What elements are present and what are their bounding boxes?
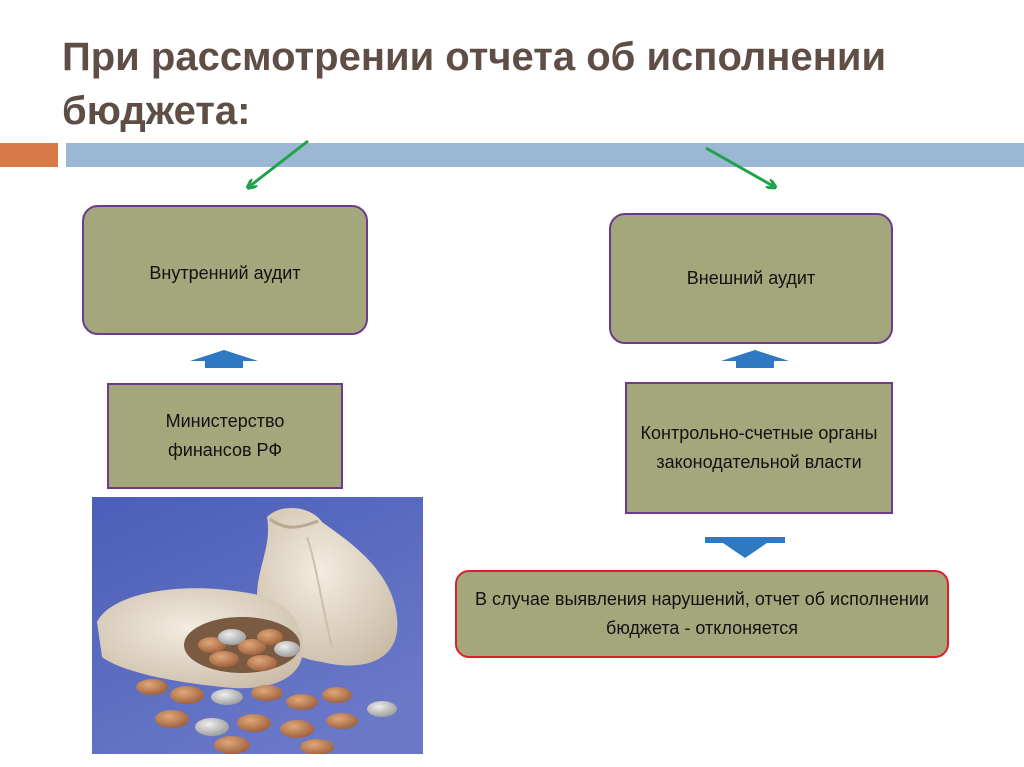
ministry-box: Министерство финансов РФ <box>107 383 343 489</box>
green-arrow-left <box>250 139 309 186</box>
down-arrow-icon <box>705 537 785 558</box>
ministry-label: Министерство финансов РФ <box>165 411 285 460</box>
external-audit-box: Внешний аудит <box>609 213 893 344</box>
internal-audit-box: Внутренний аудит <box>82 205 368 335</box>
up-arrow-icon-right <box>721 350 789 368</box>
result-label: В случае выявления нарушений, отчет об и… <box>475 589 929 638</box>
accent-bar-orange <box>0 143 58 167</box>
result-box: В случае выявления нарушений, отчет об и… <box>455 570 949 658</box>
money-bags-coins-photo <box>92 497 423 754</box>
external-audit-label: Внешний аудит <box>686 268 816 288</box>
control-bodies-box: Контрольно-счетные органы законодательно… <box>625 382 893 514</box>
slide-title: При рассмотрении отчета об исполнении бю… <box>62 35 887 133</box>
green-arrow-right <box>705 146 773 186</box>
up-arrow-icon-left <box>190 350 258 368</box>
control-bodies-label: Контрольно-счетные органы законодательно… <box>640 423 878 472</box>
accent-bar-blue <box>66 143 1024 167</box>
internal-audit-label: Внутренний аудит <box>149 263 301 283</box>
